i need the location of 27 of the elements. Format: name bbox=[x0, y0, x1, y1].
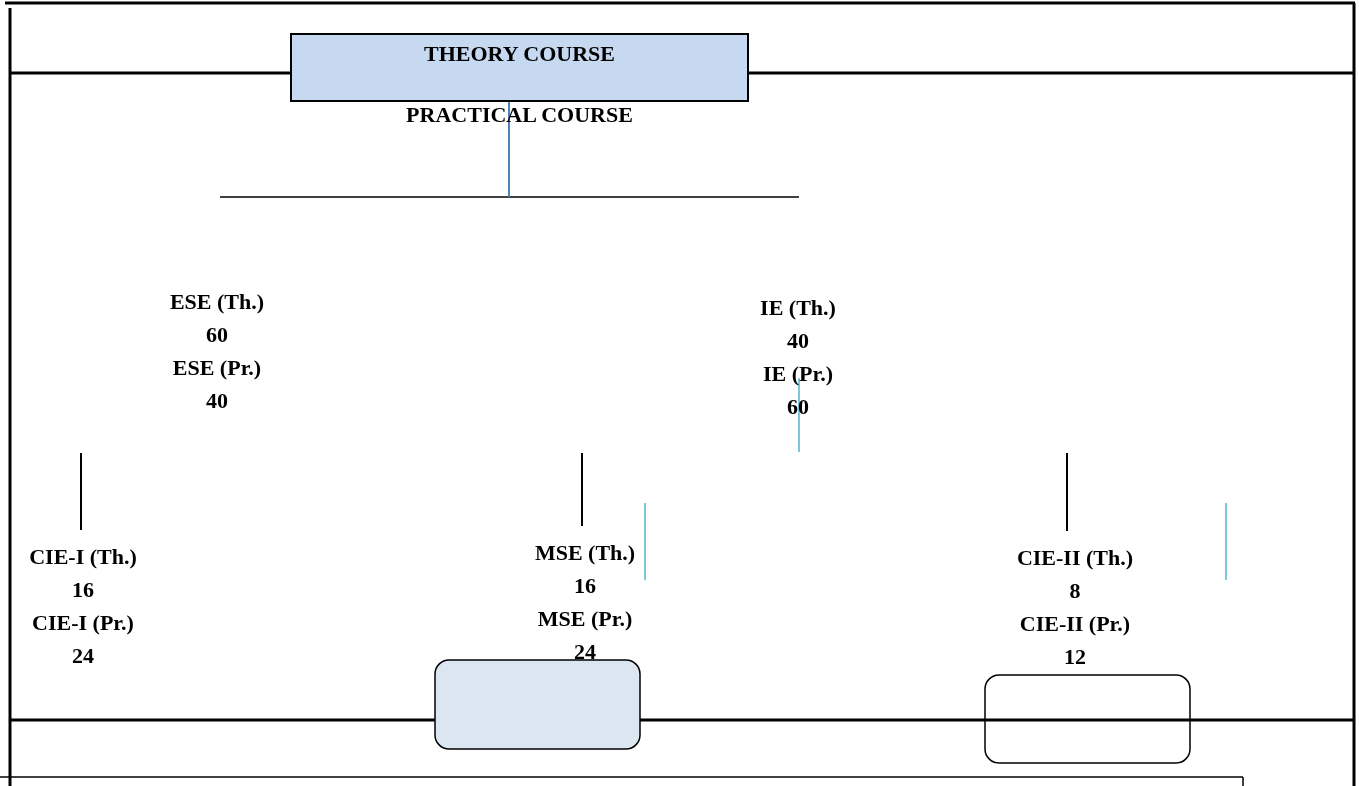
score-value: 12 bbox=[1064, 643, 1086, 671]
connector-line bbox=[1066, 452, 1068, 532]
rounded-box bbox=[984, 674, 1191, 764]
score-value: 24 bbox=[574, 638, 596, 666]
exam-label: ESE (Th.) bbox=[169, 288, 265, 316]
score-value: 40 bbox=[206, 387, 228, 415]
score-value: 8 bbox=[1069, 577, 1081, 605]
exam-label: IE (Pr.) bbox=[762, 360, 834, 388]
score-value: 16 bbox=[574, 572, 596, 600]
exam-label: ESE (Pr.) bbox=[172, 354, 262, 382]
score-value: 60 bbox=[787, 393, 809, 421]
exam-label: CIE-II (Th.) bbox=[1016, 544, 1134, 572]
score-value: 24 bbox=[72, 642, 94, 670]
connector-line bbox=[508, 101, 510, 198]
box-heading: THEORY COURSE bbox=[424, 40, 615, 68]
connector-line bbox=[80, 452, 82, 531]
score-value: 40 bbox=[787, 327, 809, 355]
exam-label: CIE-II (Pr.) bbox=[1019, 610, 1131, 638]
score-value: 60 bbox=[206, 321, 228, 349]
rounded-box bbox=[434, 659, 641, 750]
score-value: 16 bbox=[72, 576, 94, 604]
exam-label: MSE (Th.) bbox=[534, 539, 636, 567]
connector-line bbox=[581, 452, 583, 527]
exam-label: CIE-I (Pr.) bbox=[32, 609, 134, 637]
exam-label: MSE (Pr.) bbox=[537, 605, 633, 633]
exam-label: CIE-I (Th.) bbox=[29, 543, 137, 571]
exam-label: IE (Th.) bbox=[760, 294, 836, 322]
